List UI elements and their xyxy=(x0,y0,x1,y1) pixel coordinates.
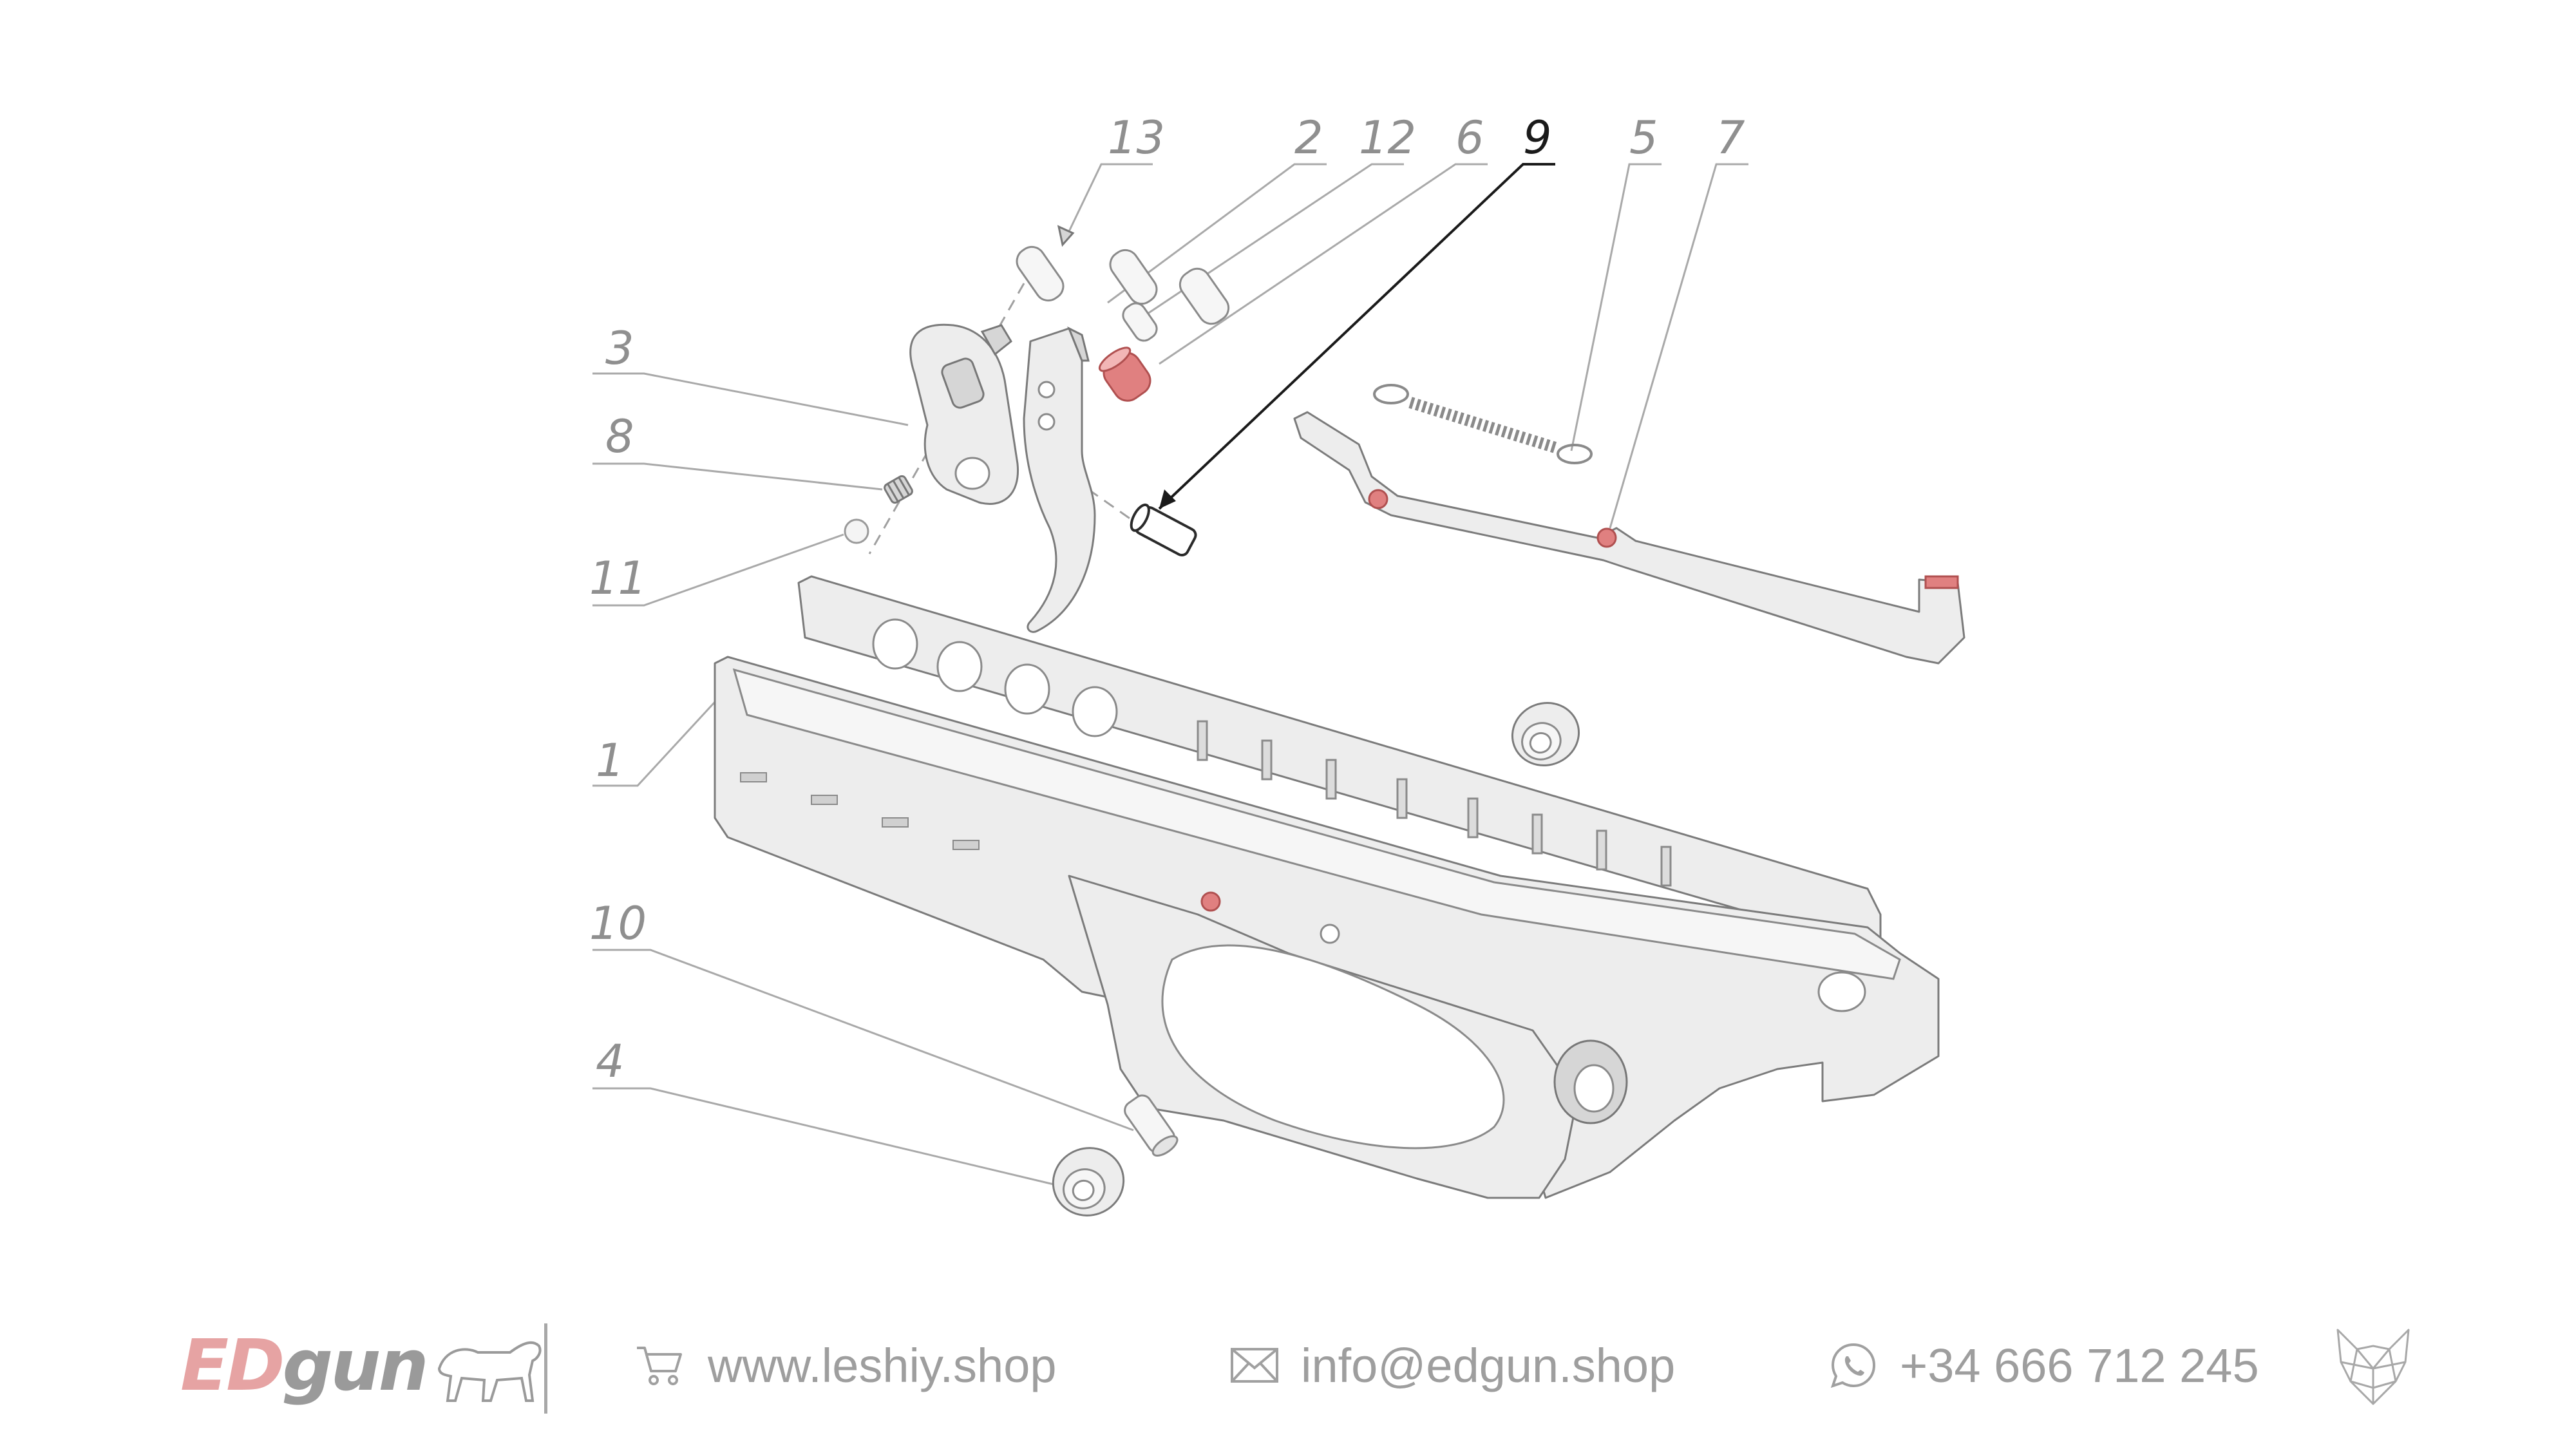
leader-10 xyxy=(592,949,1134,1132)
callout-6: 6 xyxy=(1455,111,1484,164)
leader-4 xyxy=(592,1087,1057,1186)
footer-bar: EDgun www.leshiy.shop info@edgun.shop +3… xyxy=(0,1314,2576,1417)
callout-10: 10 xyxy=(589,897,647,950)
website-text: www.leshiy.shop xyxy=(708,1338,1057,1392)
phone-link[interactable]: +34 666 712 245 xyxy=(1829,1314,2259,1417)
ball-part-11 xyxy=(844,518,869,544)
small-pins xyxy=(1016,245,1230,402)
leader-8 xyxy=(592,462,883,491)
leader-9 xyxy=(1158,163,1555,510)
screw-part-10 xyxy=(1124,1094,1179,1157)
arrowhead-9 xyxy=(1159,489,1176,509)
leader-2 xyxy=(1107,163,1327,304)
envelope-icon xyxy=(1231,1348,1278,1383)
brand-logo[interactable]: EDgun xyxy=(180,1314,549,1417)
leader-13 xyxy=(1061,163,1153,245)
cart-icon xyxy=(637,1347,682,1385)
sear-part-3 xyxy=(909,323,1019,505)
callout-3: 3 xyxy=(605,322,634,375)
spring-part-5 xyxy=(1373,384,1593,464)
email-link[interactable]: info@edgun.shop xyxy=(1230,1314,1675,1417)
trigger-part xyxy=(1023,326,1096,633)
callout-5: 5 xyxy=(1629,111,1658,164)
pin-2 xyxy=(1109,249,1158,305)
phone-text: +34 666 712 245 xyxy=(1900,1338,2259,1392)
leader-1 xyxy=(592,701,716,787)
callout-4: 4 xyxy=(596,1035,625,1088)
spring-part-8 xyxy=(884,475,913,504)
callout-8: 8 xyxy=(605,410,634,463)
leader-12 xyxy=(1139,163,1404,320)
pin-12 xyxy=(1122,302,1158,342)
wolf-logo-icon xyxy=(2336,1329,2410,1405)
leader-11 xyxy=(592,533,844,607)
stock-part-1 xyxy=(714,575,1940,1199)
email-text: info@edgun.shop xyxy=(1301,1338,1676,1392)
callout-7: 7 xyxy=(1716,111,1745,164)
leader-5 xyxy=(1570,163,1662,451)
lever-part-7 xyxy=(1293,411,1965,665)
callout-1: 1 xyxy=(596,734,625,787)
arrowhead-13 xyxy=(1057,225,1075,247)
leader-7 xyxy=(1609,163,1748,529)
callout-9: 9 xyxy=(1523,111,1552,164)
nut-part-4 xyxy=(1052,1147,1125,1217)
dog-logo-icon xyxy=(437,1341,542,1402)
pin-part-9 xyxy=(1130,503,1197,557)
nut-part-right xyxy=(1511,702,1580,766)
leader-3 xyxy=(592,372,909,426)
whatsapp-icon xyxy=(1830,1343,1876,1388)
callout-2: 2 xyxy=(1294,111,1323,164)
leader-6 xyxy=(1159,163,1488,365)
website-link[interactable]: www.leshiy.shop xyxy=(634,1314,1057,1417)
footer-divider xyxy=(544,1323,547,1414)
callout-11: 11 xyxy=(589,552,647,605)
brand-name: EDgun xyxy=(180,1324,429,1406)
callout-13: 13 xyxy=(1108,111,1165,164)
pin-13 xyxy=(1016,245,1065,302)
callout-12: 12 xyxy=(1359,111,1416,164)
leader-lines xyxy=(592,163,1748,1186)
pin-6b xyxy=(1179,267,1230,325)
callout-labels: 13 2 12 6 9 5 7 3 8 11 1 10 4 xyxy=(589,111,1745,1088)
part-6-red-bushing xyxy=(1098,346,1151,402)
